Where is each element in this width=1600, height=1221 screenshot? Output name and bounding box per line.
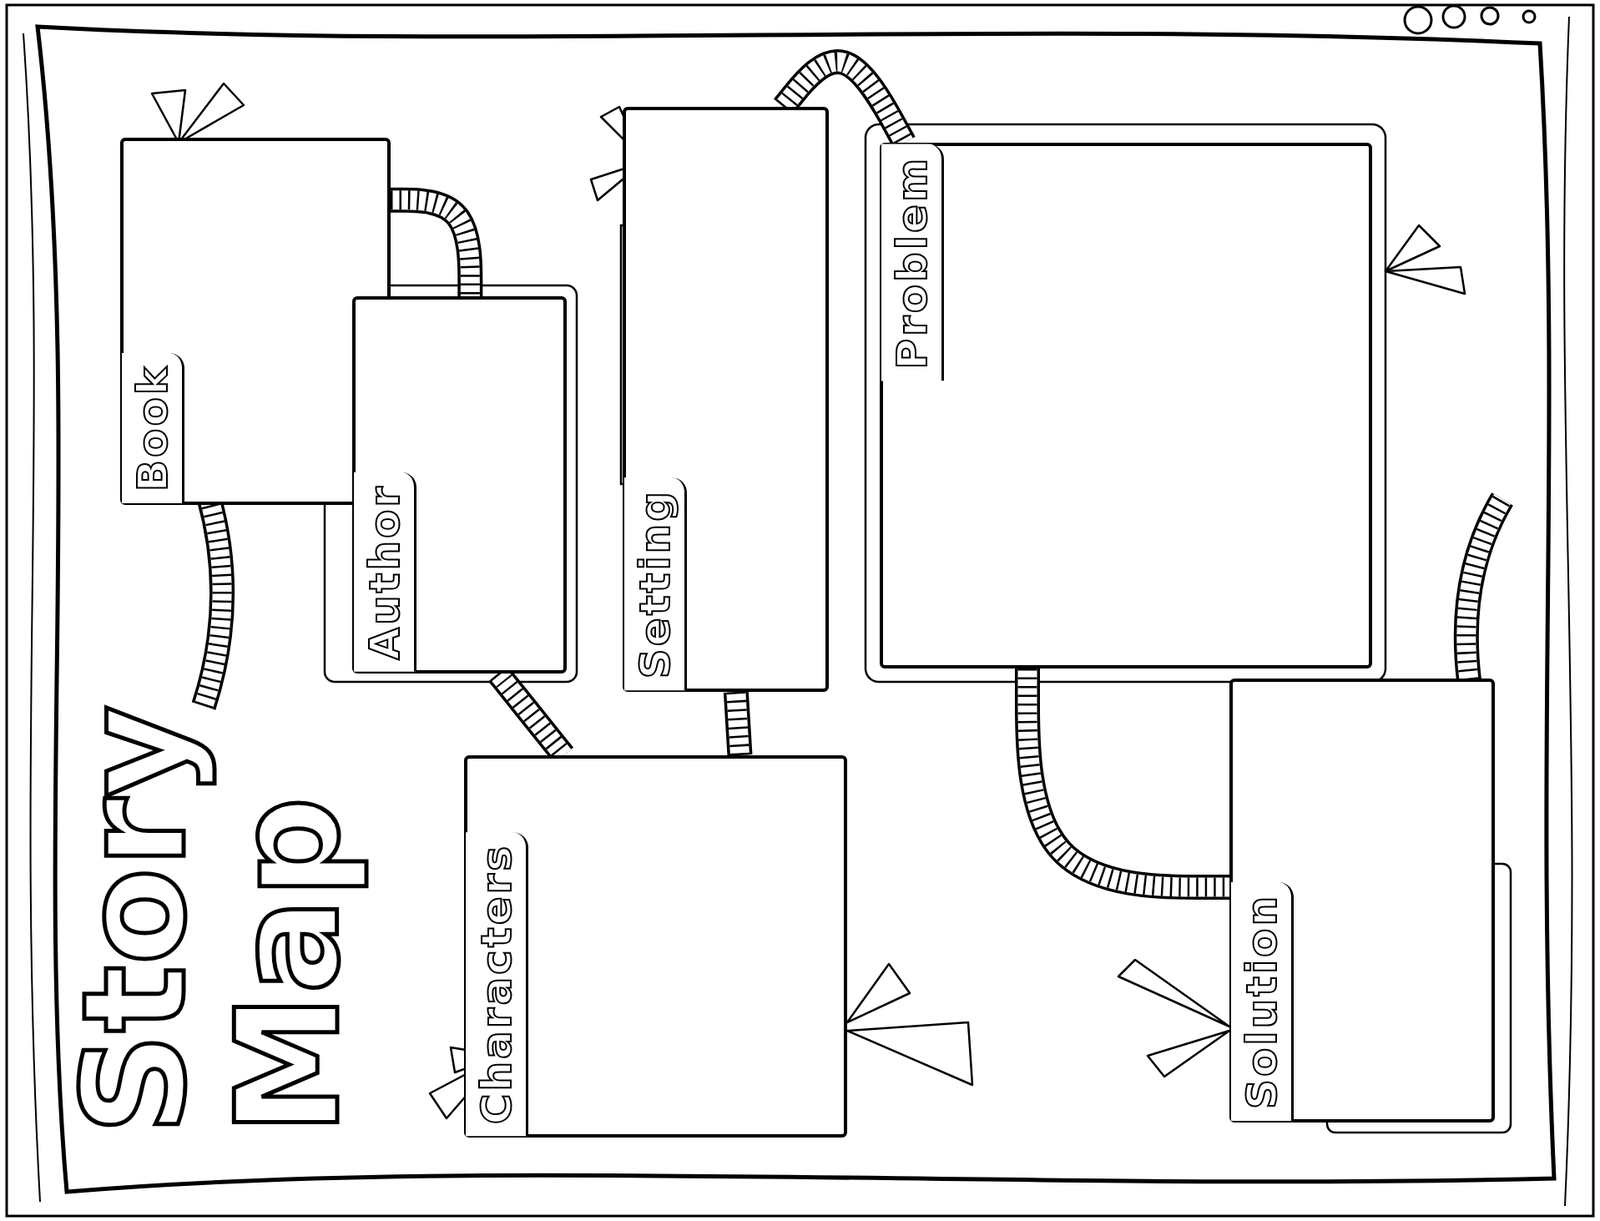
tube-stripes [390,200,470,297]
wavy-line [1564,16,1572,1207]
tube-stripes [498,673,565,756]
tube-connector [1027,668,1230,888]
tube-outline [1466,499,1503,681]
bow-triangle [1147,1030,1230,1077]
box-heading: Characters [465,832,529,1136]
bow-triangle [1385,225,1440,272]
tube-outline [498,673,565,756]
box-heading: Setting [624,477,687,691]
story-box: Book [120,137,391,505]
tube-fill [736,691,741,756]
box-heading: Book [121,353,185,504]
story-box: Problem [879,142,1373,669]
tube-outline [1027,668,1230,888]
tube-fill [390,200,470,297]
bow-triangle [178,83,244,143]
box-heading: Problem [881,144,944,382]
tube-fill [203,496,223,707]
double-outline [324,285,577,682]
tube-stripes [1466,499,1503,681]
worksheet-title: Story Map [58,717,365,1136]
tube-fill [498,673,565,756]
bow-triangle [1118,959,1230,1027]
dot-decoration [1443,5,1465,28]
dot-decoration [1523,10,1535,23]
bow-triangle [847,1022,973,1086]
tube-connector [390,200,470,297]
bow-triangle [151,90,186,143]
tube-connector [498,673,565,756]
tube-connector [736,691,741,756]
tube-outline [203,496,223,707]
tube-outline [390,200,470,297]
wavy-line [23,33,41,1202]
tube-stripes [736,691,741,756]
dot-decoration [1481,7,1499,25]
double-outline [865,124,1386,682]
dot-decoration [1404,6,1432,34]
tube-fill [1466,499,1503,681]
story-box: Solution [1229,678,1495,1123]
box-heading: Author [353,472,417,672]
tube-stripes [203,496,223,707]
bow-triangle [847,964,910,1023]
bow-triangle [1385,267,1465,294]
wavy-paper [37,26,1555,1192]
tube-fill [1027,668,1230,888]
story-box: Setting [622,106,829,692]
story-box: Author [352,296,567,674]
page-frame [6,5,1594,1217]
story-box: Characters [464,755,848,1138]
tube-outline [736,691,741,756]
box-heading: Solution [1231,882,1294,1121]
tube-stripes [1027,668,1230,888]
